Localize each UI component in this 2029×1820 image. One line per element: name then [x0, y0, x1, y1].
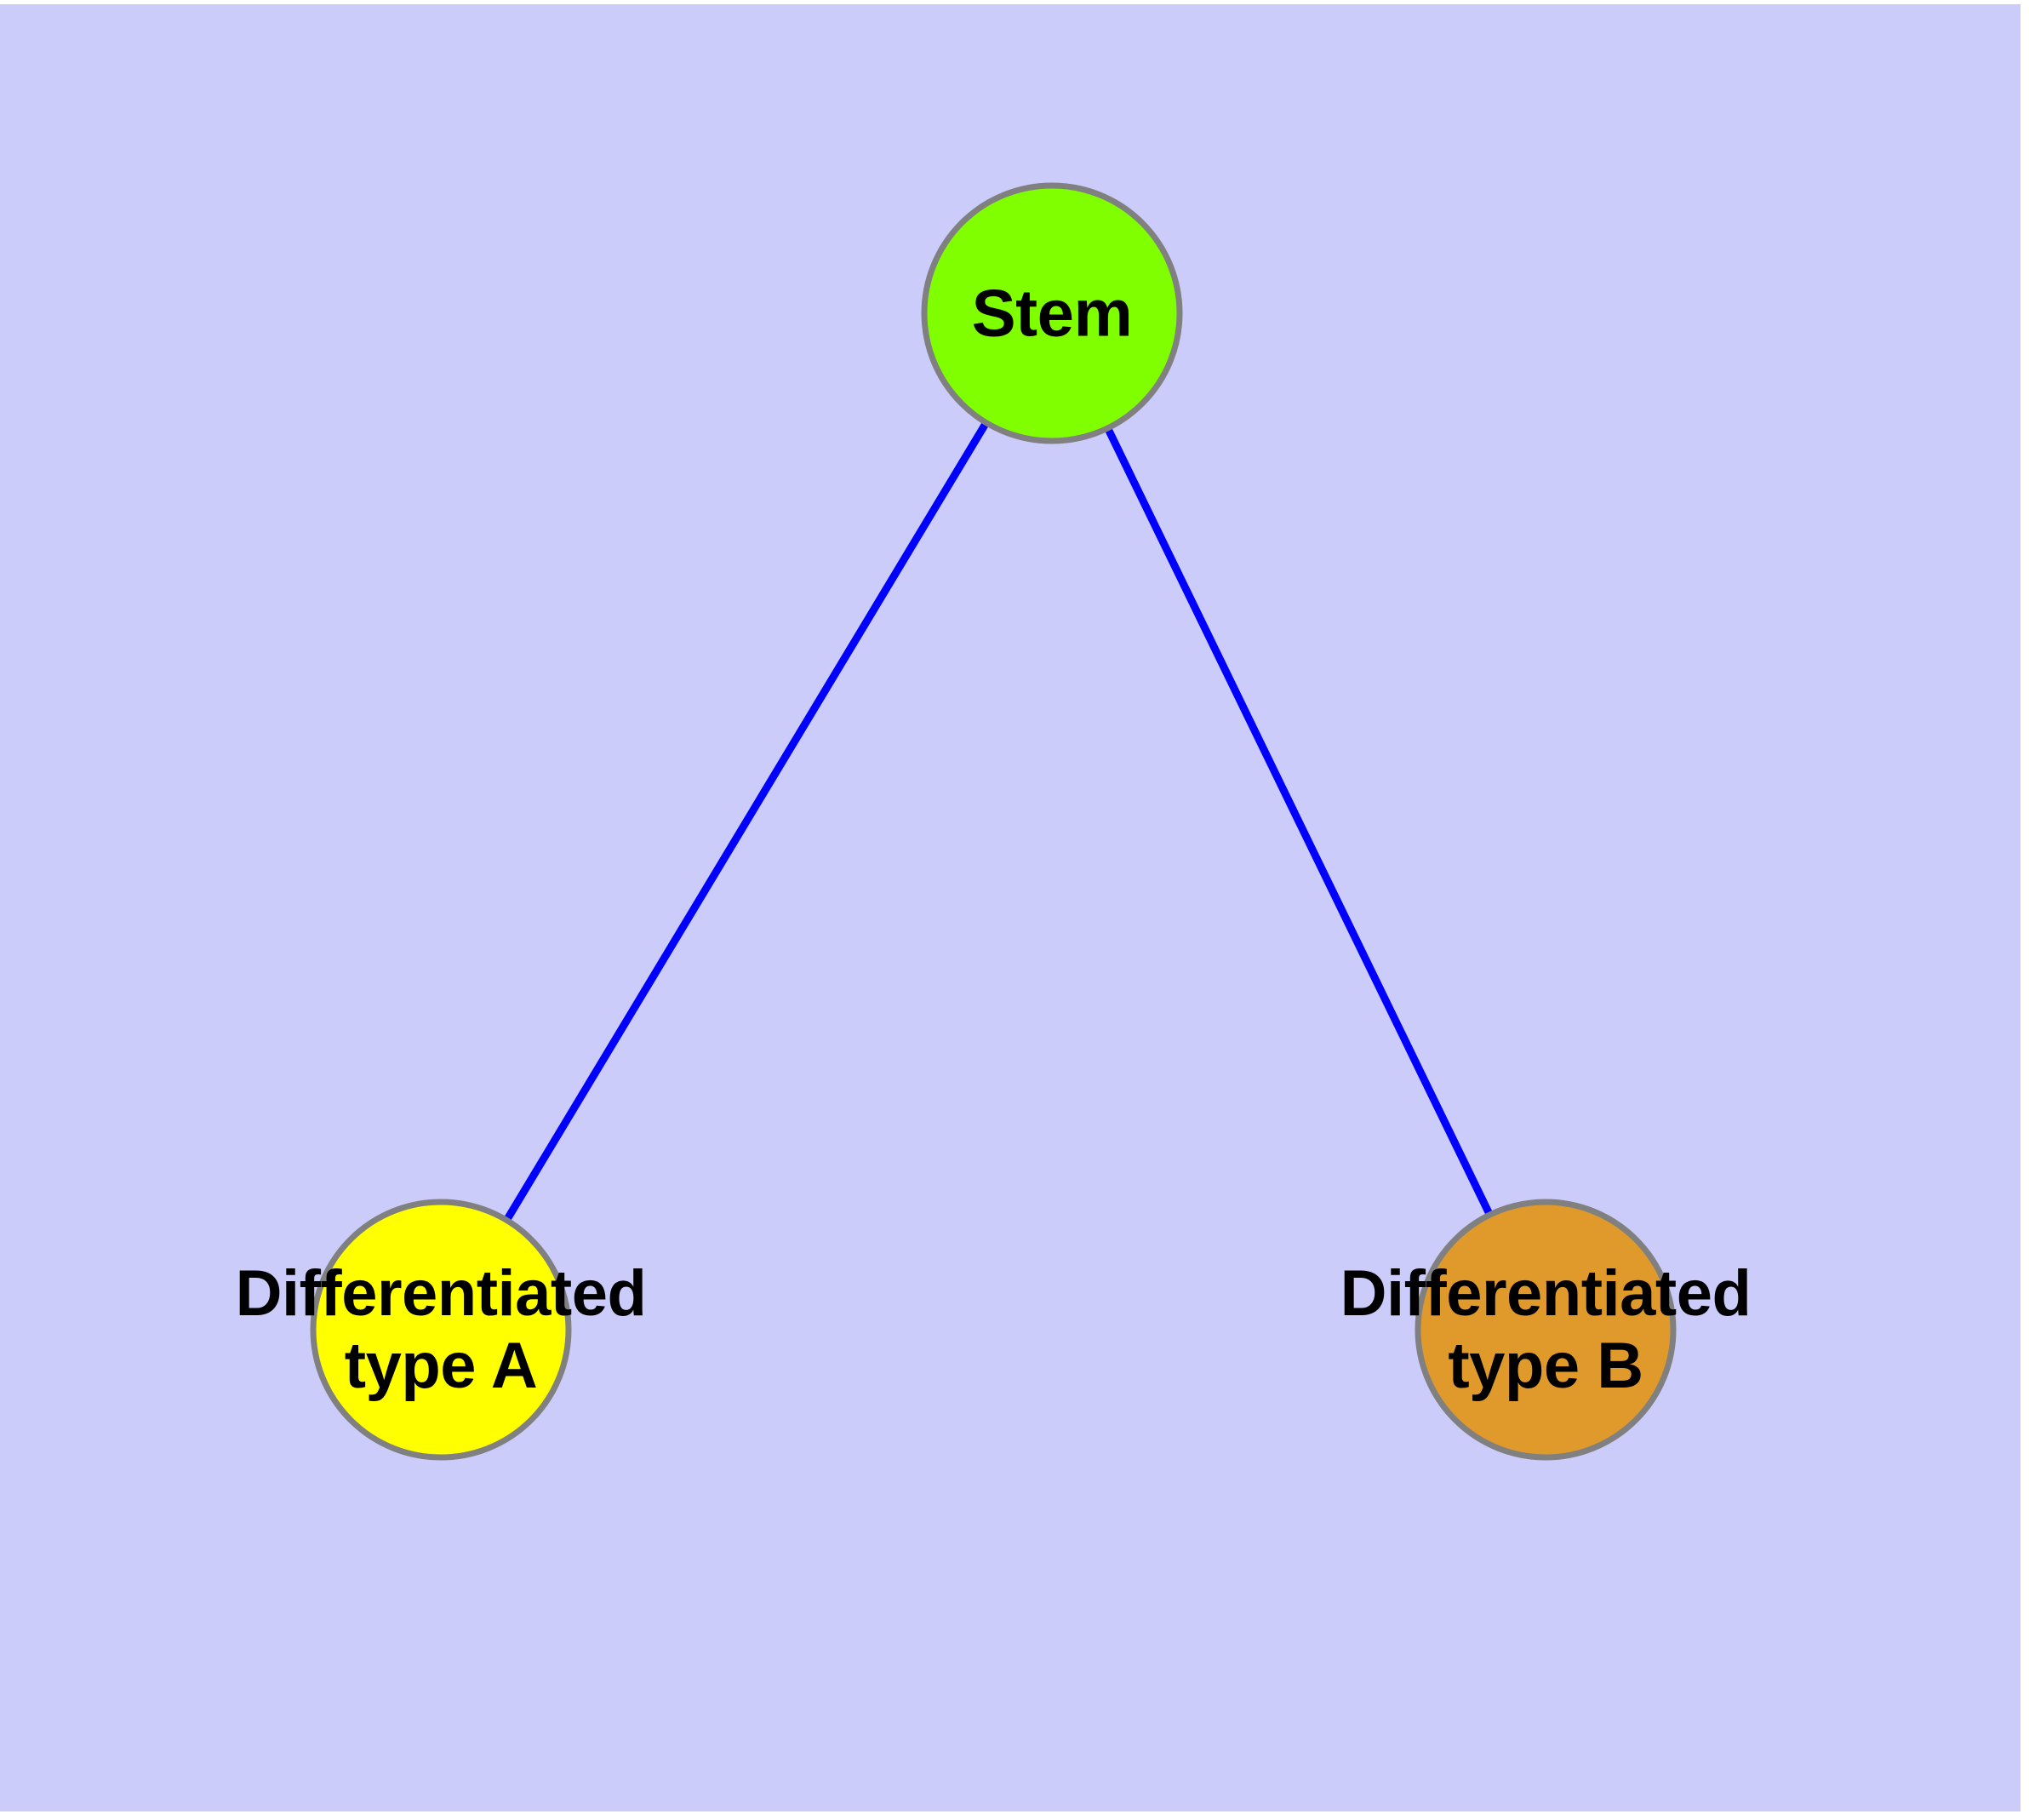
edge-stem-to-differentiated-type-b[interactable] — [1104, 426, 1494, 1217]
node-stem[interactable] — [921, 182, 1183, 444]
edge-layer — [503, 421, 1494, 1222]
node-differentiated-type-b[interactable] — [1415, 1199, 1677, 1461]
node-differentiated-type-a[interactable] — [310, 1199, 572, 1461]
node-layer — [310, 182, 1677, 1461]
graph-svg — [310, 182, 1677, 1461]
edge-stem-to-differentiated-type-a[interactable] — [503, 421, 990, 1222]
